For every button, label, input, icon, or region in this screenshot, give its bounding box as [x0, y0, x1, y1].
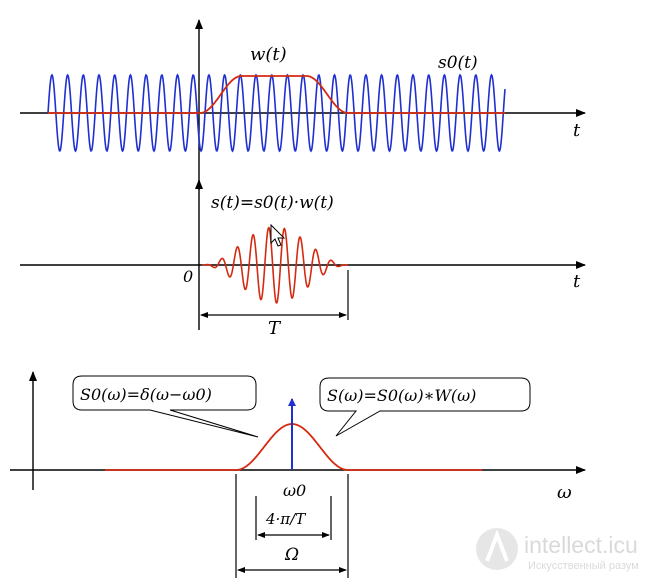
mainlobe-width-label: 4·π/T: [265, 510, 306, 528]
callout-left-text: S0(ω)=δ(ω−ω0): [80, 385, 212, 404]
panel-windowed-signal: s(t)=s0(t)·w(t) 0 t T: [20, 179, 586, 339]
watermark-logo-mark: [485, 529, 509, 562]
product-formula: s(t)=s0(t)·w(t): [211, 193, 334, 213]
t-axis-label-2: t: [573, 271, 581, 292]
mouse-pointer-icon: [270, 223, 286, 247]
t-axis-label-1: t: [573, 120, 581, 141]
bandwidth-label: Ω: [284, 545, 299, 565]
panel-spectrum: S0(ω)=δ(ω−ω0) S(ω)=S0(ω)∗W(ω) ω0 ω 4·π/T…: [10, 371, 586, 578]
windowed-signal-s: [202, 226, 348, 304]
watermark-tagline: Искусственный разум: [528, 560, 639, 572]
callout-right-bubble: [319, 377, 531, 437]
window-label: w(t): [250, 44, 287, 65]
window-function-w: [48, 75, 505, 114]
origin-label: 0: [183, 267, 193, 286]
carrier-label: s0(t): [438, 53, 478, 73]
spectrum-S: [105, 423, 482, 471]
omega-axis-label: ω: [557, 482, 572, 503]
duration-label: T: [268, 318, 282, 339]
callout-left-bubble: [72, 375, 259, 438]
center-frequency-label: ω0: [283, 481, 306, 500]
carrier-wave-s0: [47, 73, 506, 153]
callout-right-text: S(ω)=S0(ω)∗W(ω): [327, 386, 476, 405]
panel-carrier-and-window: w(t) s0(t) t: [20, 19, 586, 190]
watermark: intellect.icu Искусственный разум: [476, 528, 639, 572]
watermark-brand: intellect.icu: [524, 532, 638, 558]
